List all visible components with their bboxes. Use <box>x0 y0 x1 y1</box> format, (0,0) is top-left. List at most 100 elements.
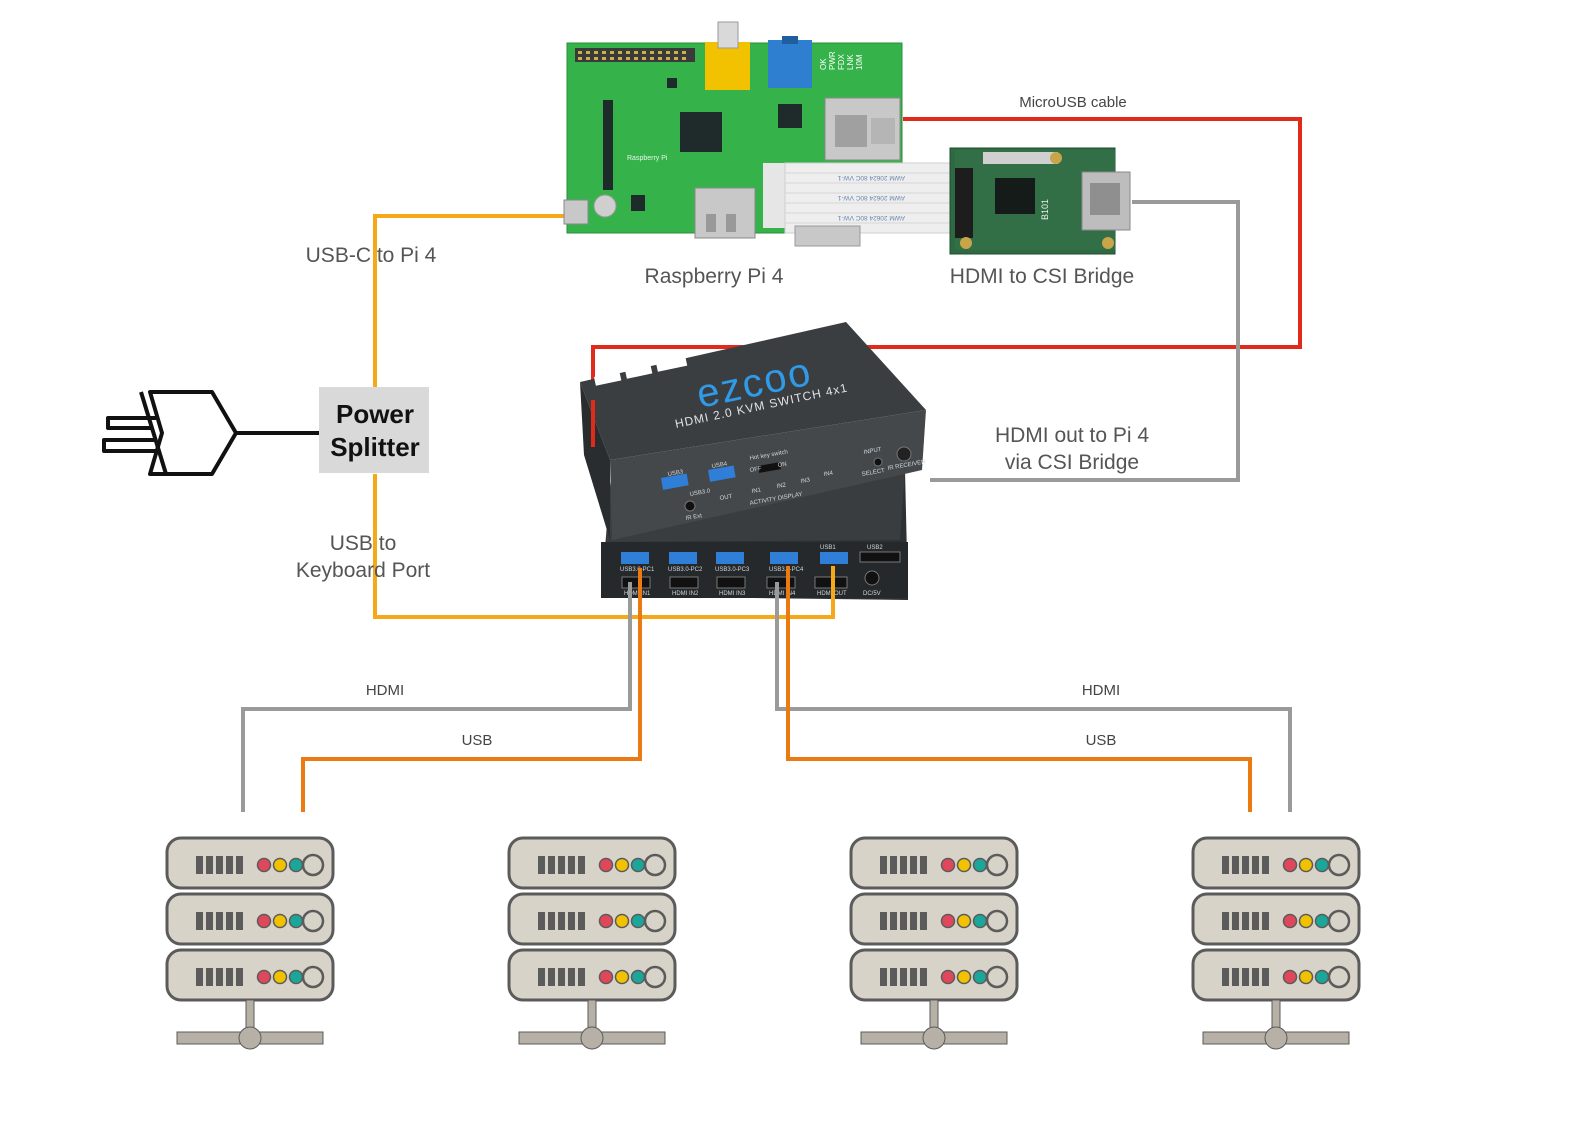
status-led <box>940 969 956 985</box>
drive-bay <box>578 856 585 874</box>
drive-bay <box>226 968 233 986</box>
status-led <box>1314 857 1330 873</box>
drive-bay <box>196 912 203 930</box>
status-led <box>614 969 630 985</box>
server-rack-icon <box>507 836 677 1050</box>
label-usb-to-2: Keyboard Port <box>296 559 430 582</box>
drive-bay <box>1222 968 1229 986</box>
server-unit <box>165 948 335 1002</box>
front-usb30: USB3.0 <box>689 488 711 498</box>
network-hub <box>238 1026 262 1050</box>
drive-bay <box>206 912 213 930</box>
rear-port-dc: DC/5V <box>863 591 881 597</box>
status-led <box>598 857 614 873</box>
server-unit <box>849 892 1019 946</box>
drive-bay <box>578 968 585 986</box>
server-unit <box>165 892 335 946</box>
status-led <box>256 857 272 873</box>
drive-bay <box>206 968 213 986</box>
status-led <box>1282 857 1298 873</box>
rear-port-usb2: USB2 <box>867 545 883 551</box>
status-led <box>288 913 304 929</box>
drive-bay <box>920 912 927 930</box>
status-led <box>256 969 272 985</box>
status-led <box>272 857 288 873</box>
drive-bay <box>548 856 555 874</box>
server-unit <box>507 892 677 946</box>
drive-bay <box>1222 912 1229 930</box>
status-led <box>614 913 630 929</box>
power-button-icon <box>985 909 1009 933</box>
led-label-10m: 10M <box>855 54 864 70</box>
drive-bay <box>236 912 243 930</box>
led-label-lnk: LNK <box>846 54 855 70</box>
status-led <box>1298 913 1314 929</box>
drive-bay <box>548 968 555 986</box>
status-led <box>614 857 630 873</box>
drive-bay <box>196 968 203 986</box>
status-led <box>972 913 988 929</box>
rear-port-hdmi4: HDMI IN4 <box>769 591 796 597</box>
drive-bay <box>1262 856 1269 874</box>
drive-bay <box>216 968 223 986</box>
drive-bay <box>910 968 917 986</box>
status-led <box>972 857 988 873</box>
status-led <box>956 913 972 929</box>
front-in4: IN4 <box>823 470 834 478</box>
hdmi-cable-right <box>775 582 1292 812</box>
power-button-icon <box>1327 909 1351 933</box>
front-in1: IN1 <box>751 487 762 495</box>
server-unit <box>849 836 1019 890</box>
status-led <box>256 913 272 929</box>
label-hdmi-csi-bridge: HDMI to CSI Bridge <box>950 265 1134 288</box>
kvm-switch: USB3.0-PC1 USB3.0-PC2 USB3.0-PC3 USB3.0-… <box>580 322 927 600</box>
power-button-icon <box>643 965 667 989</box>
drive-bay <box>920 968 927 986</box>
drive-bay <box>538 856 545 874</box>
drive-bay <box>880 912 887 930</box>
drive-bay <box>538 968 545 986</box>
power-button-icon <box>301 853 325 877</box>
label-usb-left: USB <box>462 732 493 749</box>
drive-bay <box>1242 968 1249 986</box>
front-usb4: USB4 <box>711 461 728 470</box>
drive-bay <box>226 856 233 874</box>
front-out: OUT <box>719 494 733 502</box>
ribbon-text-2: AWM 20624 80C VW-1 <box>837 194 905 201</box>
label-raspberry-pi: Raspberry Pi 4 <box>645 265 784 288</box>
ribbon-text-1: AWM 20624 80C VW-1 <box>837 174 905 181</box>
drive-bay <box>1252 968 1259 986</box>
usbc-power-cable <box>373 214 566 390</box>
label-hdmi-out-1: HDMI out to Pi 4 <box>995 424 1149 447</box>
drive-bay <box>568 968 575 986</box>
status-led <box>1282 913 1298 929</box>
power-splitter: Power Splitter <box>319 387 429 473</box>
status-led <box>288 857 304 873</box>
led-label-pwr: PWR <box>828 51 837 70</box>
status-led <box>1314 913 1330 929</box>
drive-bay <box>558 856 565 874</box>
rear-port-pc3: USB3.0-PC3 <box>715 567 750 573</box>
ribbon-cable: AWM 20624 80C VW-1 AWM 20624 80C VW-1 AW… <box>784 162 954 247</box>
drive-bay <box>1252 912 1259 930</box>
drive-bay <box>910 912 917 930</box>
drive-bay <box>206 856 213 874</box>
drive-bay <box>1242 856 1249 874</box>
rear-port-hdmi3: HDMI IN3 <box>719 591 746 597</box>
server-unit <box>507 836 677 890</box>
led-label-fdx: FDX <box>837 53 846 70</box>
status-led <box>1282 969 1298 985</box>
label-hdmi-left: HDMI <box>366 682 404 699</box>
drive-bay <box>538 912 545 930</box>
drive-bay <box>1262 912 1269 930</box>
front-ir-ext: IR Ext <box>685 513 702 522</box>
status-led <box>598 969 614 985</box>
hdmi-cable-left <box>241 582 632 812</box>
power-splitter-label-1: Power <box>336 399 414 429</box>
drive-bay <box>236 856 243 874</box>
server-rack-icon <box>849 836 1019 1050</box>
drive-bay <box>216 912 223 930</box>
drive-bay <box>880 856 887 874</box>
label-hdmi-right: HDMI <box>1082 682 1120 699</box>
